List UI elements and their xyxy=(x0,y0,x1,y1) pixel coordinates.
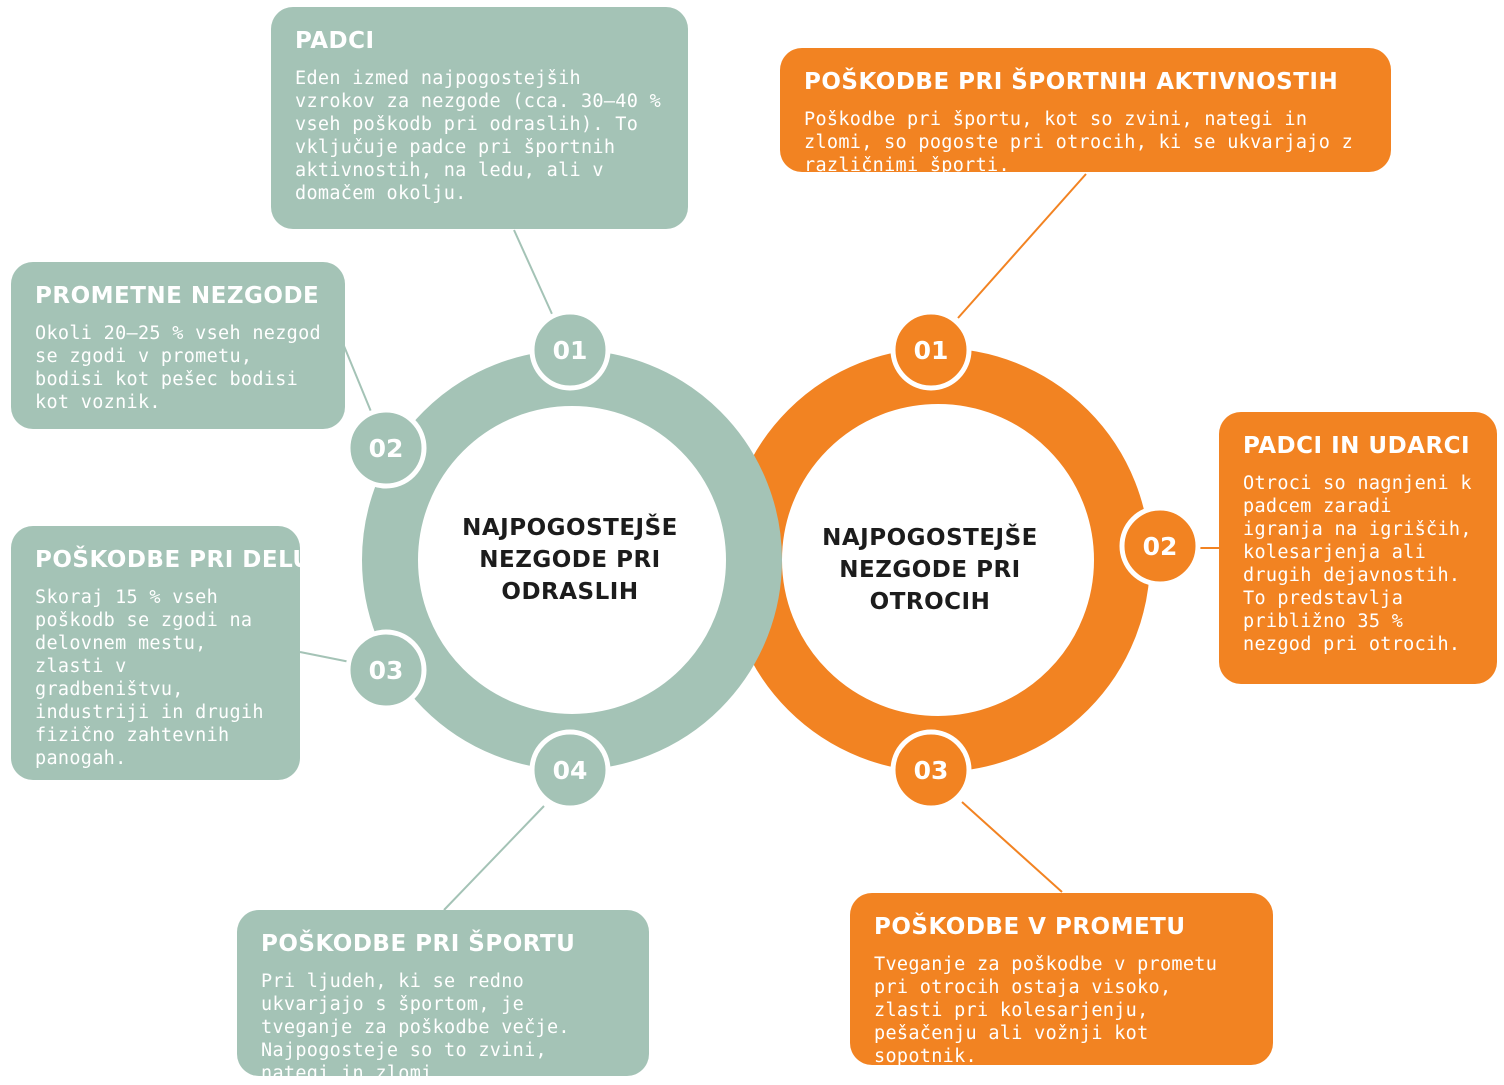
badge-number: 04 xyxy=(553,756,588,785)
card-child-poskodbe-v-prometu: POŠKODBE V PROMETU Tveganje za poškodbe … xyxy=(850,893,1273,1067)
connector-adult-03 xyxy=(299,651,351,663)
badge-number: 03 xyxy=(369,656,404,685)
card-adult-poskodbe-pri-sportu: POŠKODBE PRI ŠPORTU Pri ljudeh, ki se re… xyxy=(237,910,649,1084)
card-child-padci-in-udarci: PADCI IN UDARCI Otroci so nagnjeni k pad… xyxy=(1219,412,1497,684)
card-title: POŠKODBE PRI DELU xyxy=(35,547,312,573)
card-adult-poskodbe-pri-delu: POŠKODBE PRI DELU Skoraj 15 % vseh poško… xyxy=(11,526,312,780)
connector-child-01 xyxy=(957,173,1087,319)
card-text: Poškodbe pri športu, kot so zvini, nateg… xyxy=(804,109,1354,176)
adult-badge-01: 01 xyxy=(529,309,611,391)
card-text: Otroci so nagnjeni k padcem zaradi igran… xyxy=(1243,473,1472,655)
card-title: POŠKODBE PRI ŠPORTNIH AKTIVNOSTIH xyxy=(804,69,1339,95)
child-badge-02: 02 xyxy=(1119,505,1201,587)
adult-badge-03: 03 xyxy=(345,629,427,711)
children-center-title: NAJPOGOSTEJŠE NEZGODE PRI OTROCIH xyxy=(822,525,1038,615)
card-adult-prometne-nezgode: PROMETNE NEZGODE Okoli 20–25 % vseh nezg… xyxy=(11,262,345,429)
child-badge-03: 03 xyxy=(890,729,972,811)
card-title: PADCI IN UDARCI xyxy=(1243,433,1471,459)
connector-child-03 xyxy=(961,801,1063,893)
card-text: Eden izmed najpogostejših vzrokov za nez… xyxy=(295,68,662,204)
card-title: PROMETNE NEZGODE xyxy=(35,283,320,309)
card-text: Okoli 20–25 % vseh nezgod se zgodi v pro… xyxy=(35,323,321,413)
card-title: POŠKODBE PRI ŠPORTU xyxy=(261,931,576,957)
child-badge-01: 01 xyxy=(890,309,972,391)
connector-lines xyxy=(299,173,1220,911)
badge-number: 02 xyxy=(1143,532,1178,561)
card-text: Skoraj 15 % vseh poškodb se zgodi na del… xyxy=(35,587,264,769)
card-title: PADCI xyxy=(295,28,375,54)
card-text: Pri ljudeh, ki se redno ukvarjajo s špor… xyxy=(261,971,570,1084)
adults-center-title: NAJPOGOSTEJŠE NEZGODE PRI ODRASLIH xyxy=(462,515,678,605)
connector-adult-02 xyxy=(343,345,373,415)
adult-badge-04: 04 xyxy=(529,729,611,811)
card-title: POŠKODBE V PROMETU xyxy=(874,914,1186,940)
badge-number: 03 xyxy=(914,756,949,785)
card-text: Tveganje za poškodbe v prometu pri otroc… xyxy=(874,954,1218,1067)
connector-adult-01 xyxy=(513,229,553,315)
card-child-sportne-aktivnosti: POŠKODBE PRI ŠPORTNIH AKTIVNOSTIH Poškod… xyxy=(780,48,1391,176)
badge-number: 02 xyxy=(369,434,404,463)
adult-badge-02: 02 xyxy=(345,407,427,489)
badge-number: 01 xyxy=(553,336,588,365)
connector-adult-04 xyxy=(443,805,545,911)
badge-number: 01 xyxy=(914,336,949,365)
card-adult-padci: PADCI Eden izmed najpogostejših vzrokov … xyxy=(271,7,688,229)
